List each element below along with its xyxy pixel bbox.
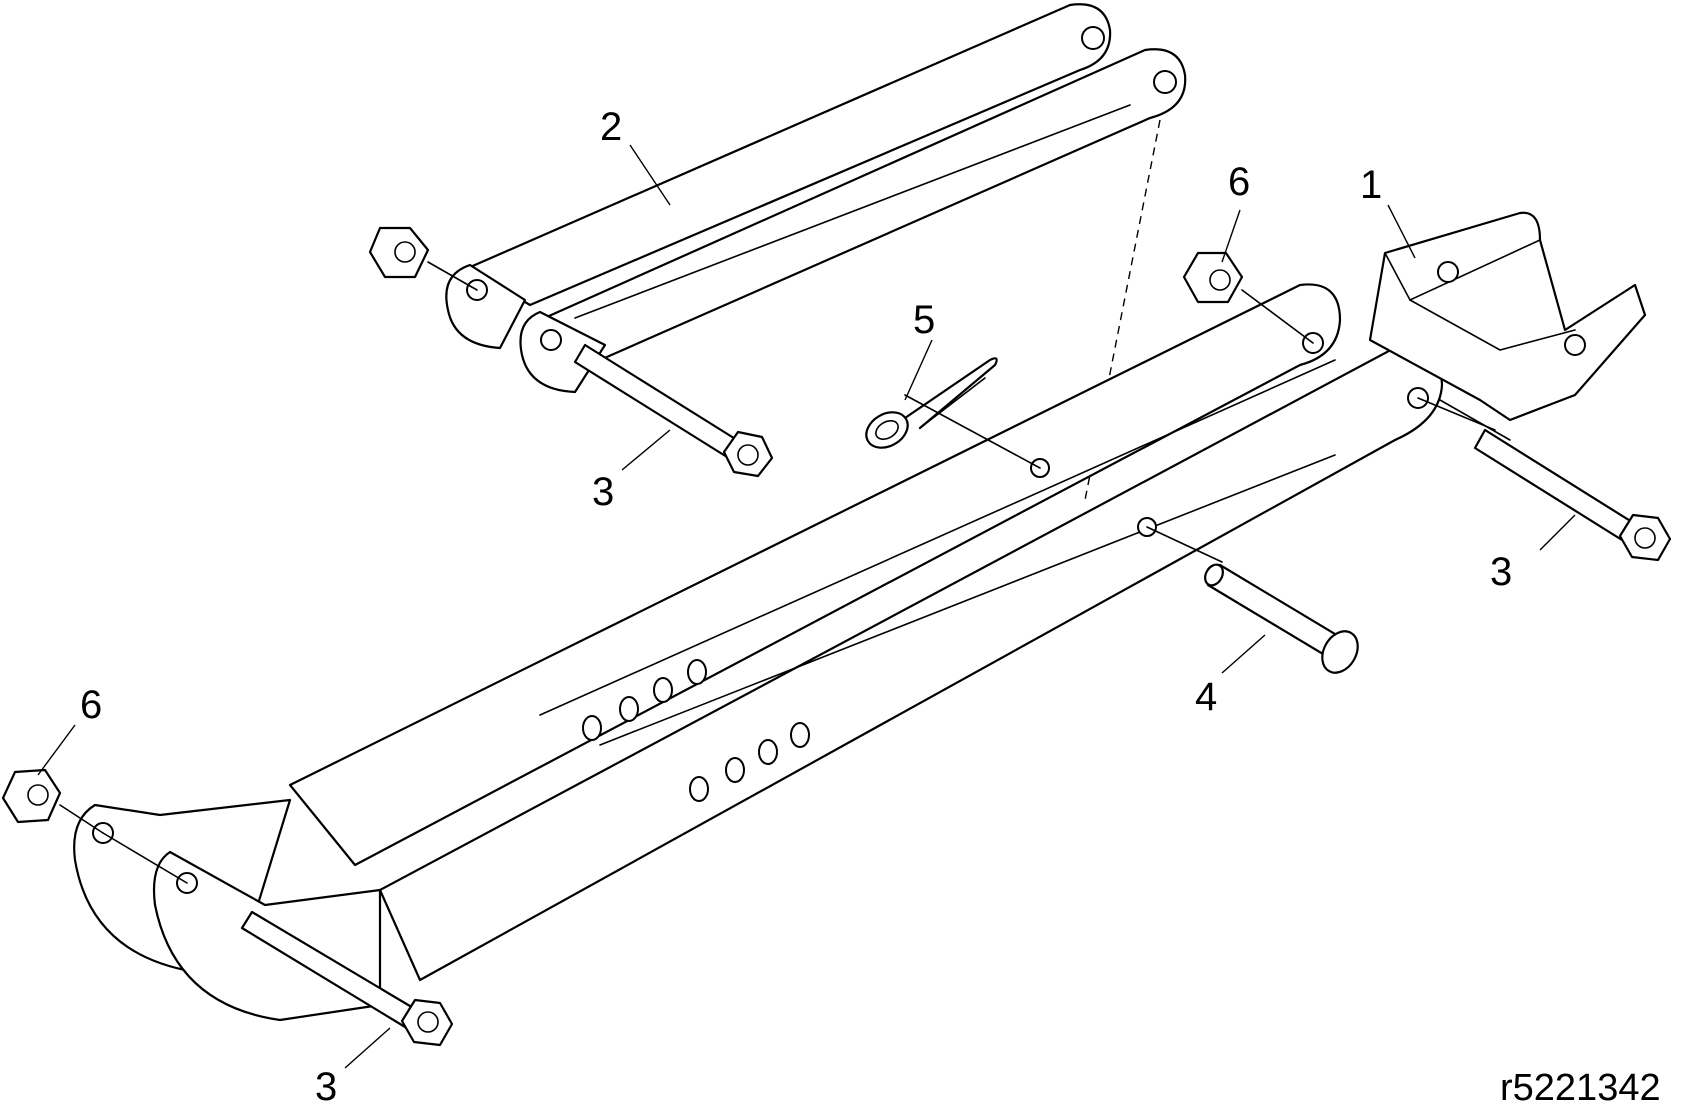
upper-link-assembly [445, 3, 1187, 394]
upper-nut [368, 226, 478, 291]
callout-2: 2 [600, 105, 622, 149]
lower-nut [1, 768, 188, 884]
callout-3-lower: 3 [315, 1065, 337, 1109]
bracket [1368, 211, 1647, 441]
hairpin-clip [865, 357, 1041, 469]
right-nut [1182, 251, 1314, 344]
pin [1146, 526, 1359, 674]
lower-frame [73, 283, 1444, 1022]
callout-5: 5 [913, 298, 935, 342]
lower-bolt [240, 910, 454, 1047]
right-bolt [1417, 397, 1672, 562]
callout-6-left: 6 [80, 683, 102, 727]
callout-1: 1 [1360, 163, 1382, 207]
callout-6-right: 6 [1228, 160, 1250, 204]
callout-4: 4 [1195, 675, 1217, 719]
figure-id: r5221342 [1500, 1067, 1661, 1109]
upper-bolt [573, 343, 774, 478]
callout-3-right: 3 [1490, 550, 1512, 594]
leader-lines [37, 144, 1576, 1069]
callout-3-upper: 3 [592, 470, 614, 514]
